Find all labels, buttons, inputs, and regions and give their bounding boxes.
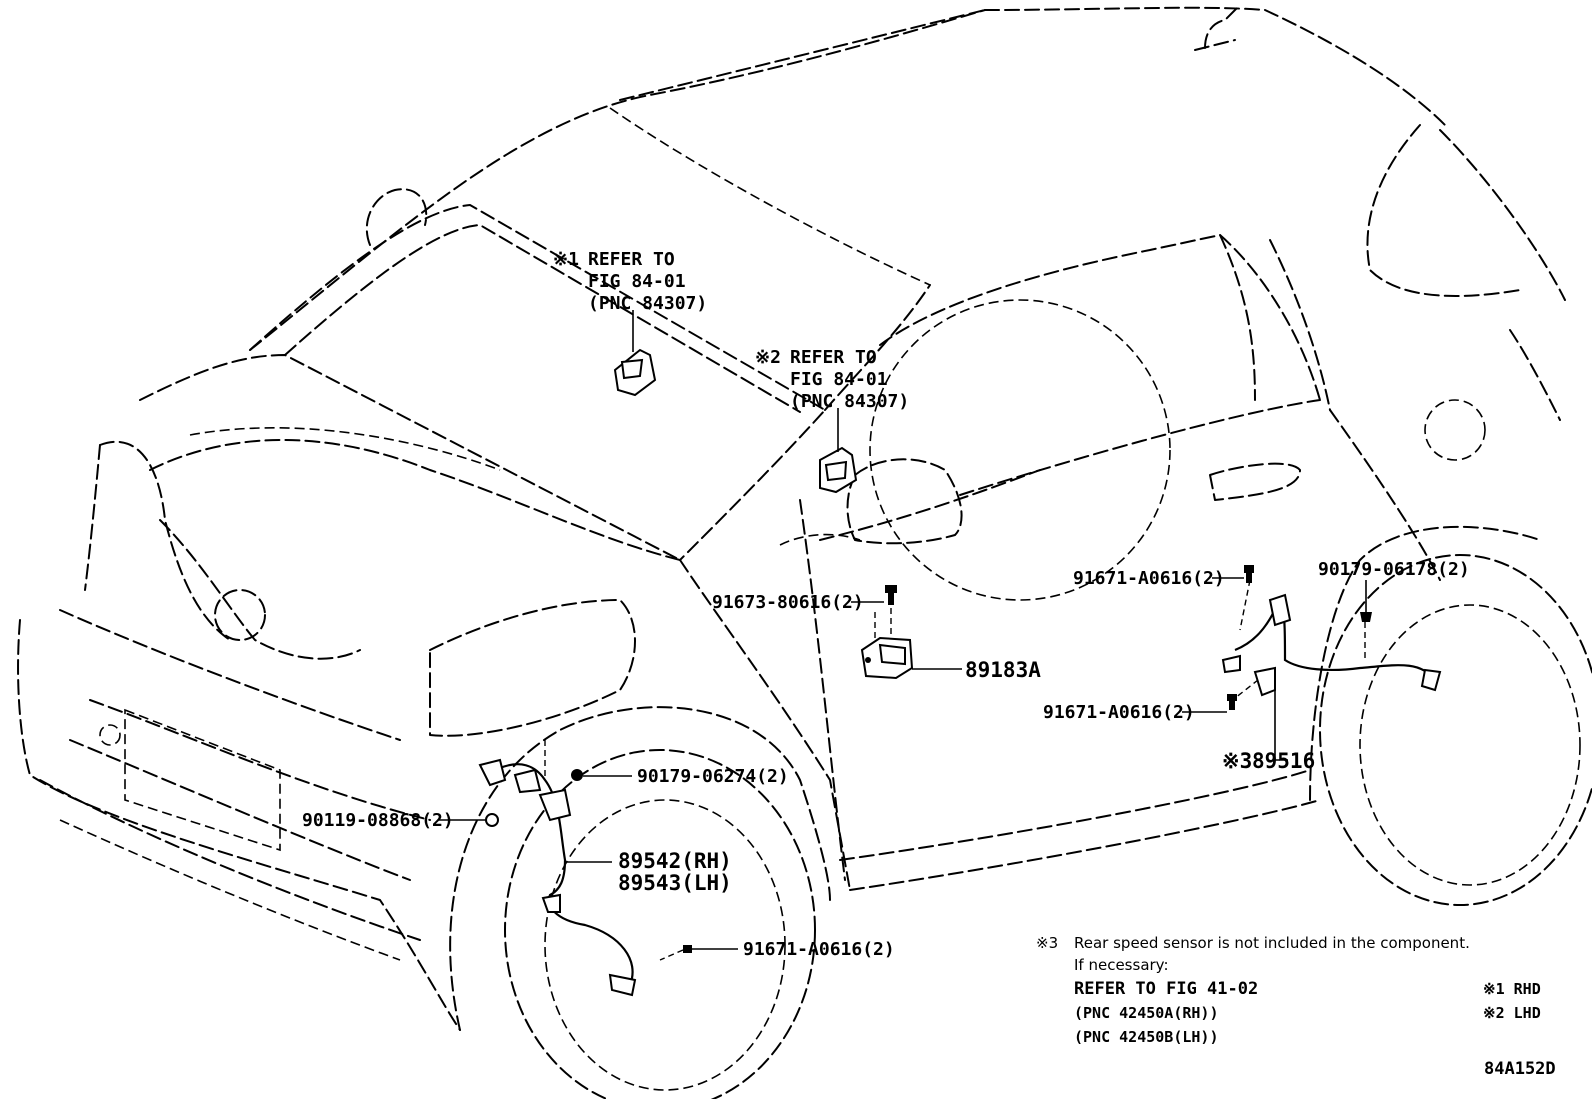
- callout-rear-mark: ※3: [1222, 749, 1252, 773]
- footnote-line2: If necessary:: [1074, 956, 1169, 974]
- callout-clip-rear: 90179-06178(2): [1318, 559, 1470, 580]
- callout-89543-lh: 89543(LH): [618, 871, 732, 895]
- bolt-front-lower-icon: [659, 945, 692, 961]
- ref-1-mark: ※1: [553, 249, 579, 270]
- ref-2-line2: FIG 84-01: [790, 369, 888, 390]
- leader-lines: [439, 577, 1367, 950]
- ref-2-line1: REFER TO: [790, 347, 877, 368]
- bolt-front-icon: [485, 813, 499, 827]
- bolt-rear-lower-icon: [1227, 694, 1237, 710]
- callout-nut-front: 90179-06274(2): [637, 766, 789, 787]
- front-speed-sensor-icon: [478, 740, 637, 997]
- footnote-line5: (PNC 42450B(LH)): [1074, 1028, 1219, 1046]
- clip-rear-icon: [1360, 612, 1372, 622]
- callout-bolt-front: 90119-08868(2): [302, 810, 454, 831]
- car-outline: [17, 4, 1592, 1099]
- ref-1-line3: (PNC 84307): [588, 293, 707, 314]
- nut-front-icon: [571, 769, 583, 781]
- footnote-mark: ※3: [1036, 934, 1058, 952]
- callout-bolt-rear-lower: 91671-A0616(2): [1043, 702, 1195, 723]
- footnote-line1: Rear speed sensor is not included in the…: [1074, 934, 1470, 952]
- legend-rhd: ※1 RHD: [1483, 980, 1541, 998]
- ref-1-line1: REFER TO: [588, 249, 675, 270]
- ref-1-line2: FIG 84-01: [588, 271, 686, 292]
- sensor-89183a-icon: [860, 636, 914, 680]
- callout-bolt-front-lower: 91671-A0616(2): [743, 939, 895, 960]
- ref-label-1: ※1 REFER TO FIG 84-01 (PNC 84307): [553, 249, 707, 314]
- footnote: ※3 Rear speed sensor is not included in …: [1036, 934, 1470, 1046]
- rear-speed-sensor-icon: [1221, 579, 1442, 703]
- callout-89516: 89516: [1252, 749, 1315, 773]
- callout-89183a: 89183A: [965, 658, 1041, 682]
- footnote-line4: (PNC 42450A(RH)): [1074, 1004, 1219, 1022]
- airbag-sensor-1-icon: [613, 310, 657, 397]
- legend: ※1 RHD ※2 LHD: [1483, 980, 1541, 1022]
- legend-lhd: ※2 LHD: [1483, 1004, 1541, 1022]
- ref-label-2: ※2 REFER TO FIG 84-01 (PNC 84307): [755, 347, 909, 412]
- figure-code: 84A152D: [1484, 1059, 1556, 1079]
- ref-2-line3: (PNC 84307): [790, 391, 909, 412]
- bolt-91673-icon: [874, 585, 897, 645]
- footnote-line3: REFER TO FIG 41-02: [1074, 979, 1258, 999]
- ref-2-mark: ※2: [755, 347, 781, 368]
- bolt-rear-upper-icon: [1244, 565, 1254, 583]
- airbag-sensor-2-icon: [819, 408, 858, 494]
- callout-89542-rh: 89542(RH): [618, 849, 732, 873]
- callout-bolt-91673: 91673-80616(2): [712, 592, 864, 613]
- callout-bolt-rear-upper: 91671-A0616(2): [1073, 568, 1225, 589]
